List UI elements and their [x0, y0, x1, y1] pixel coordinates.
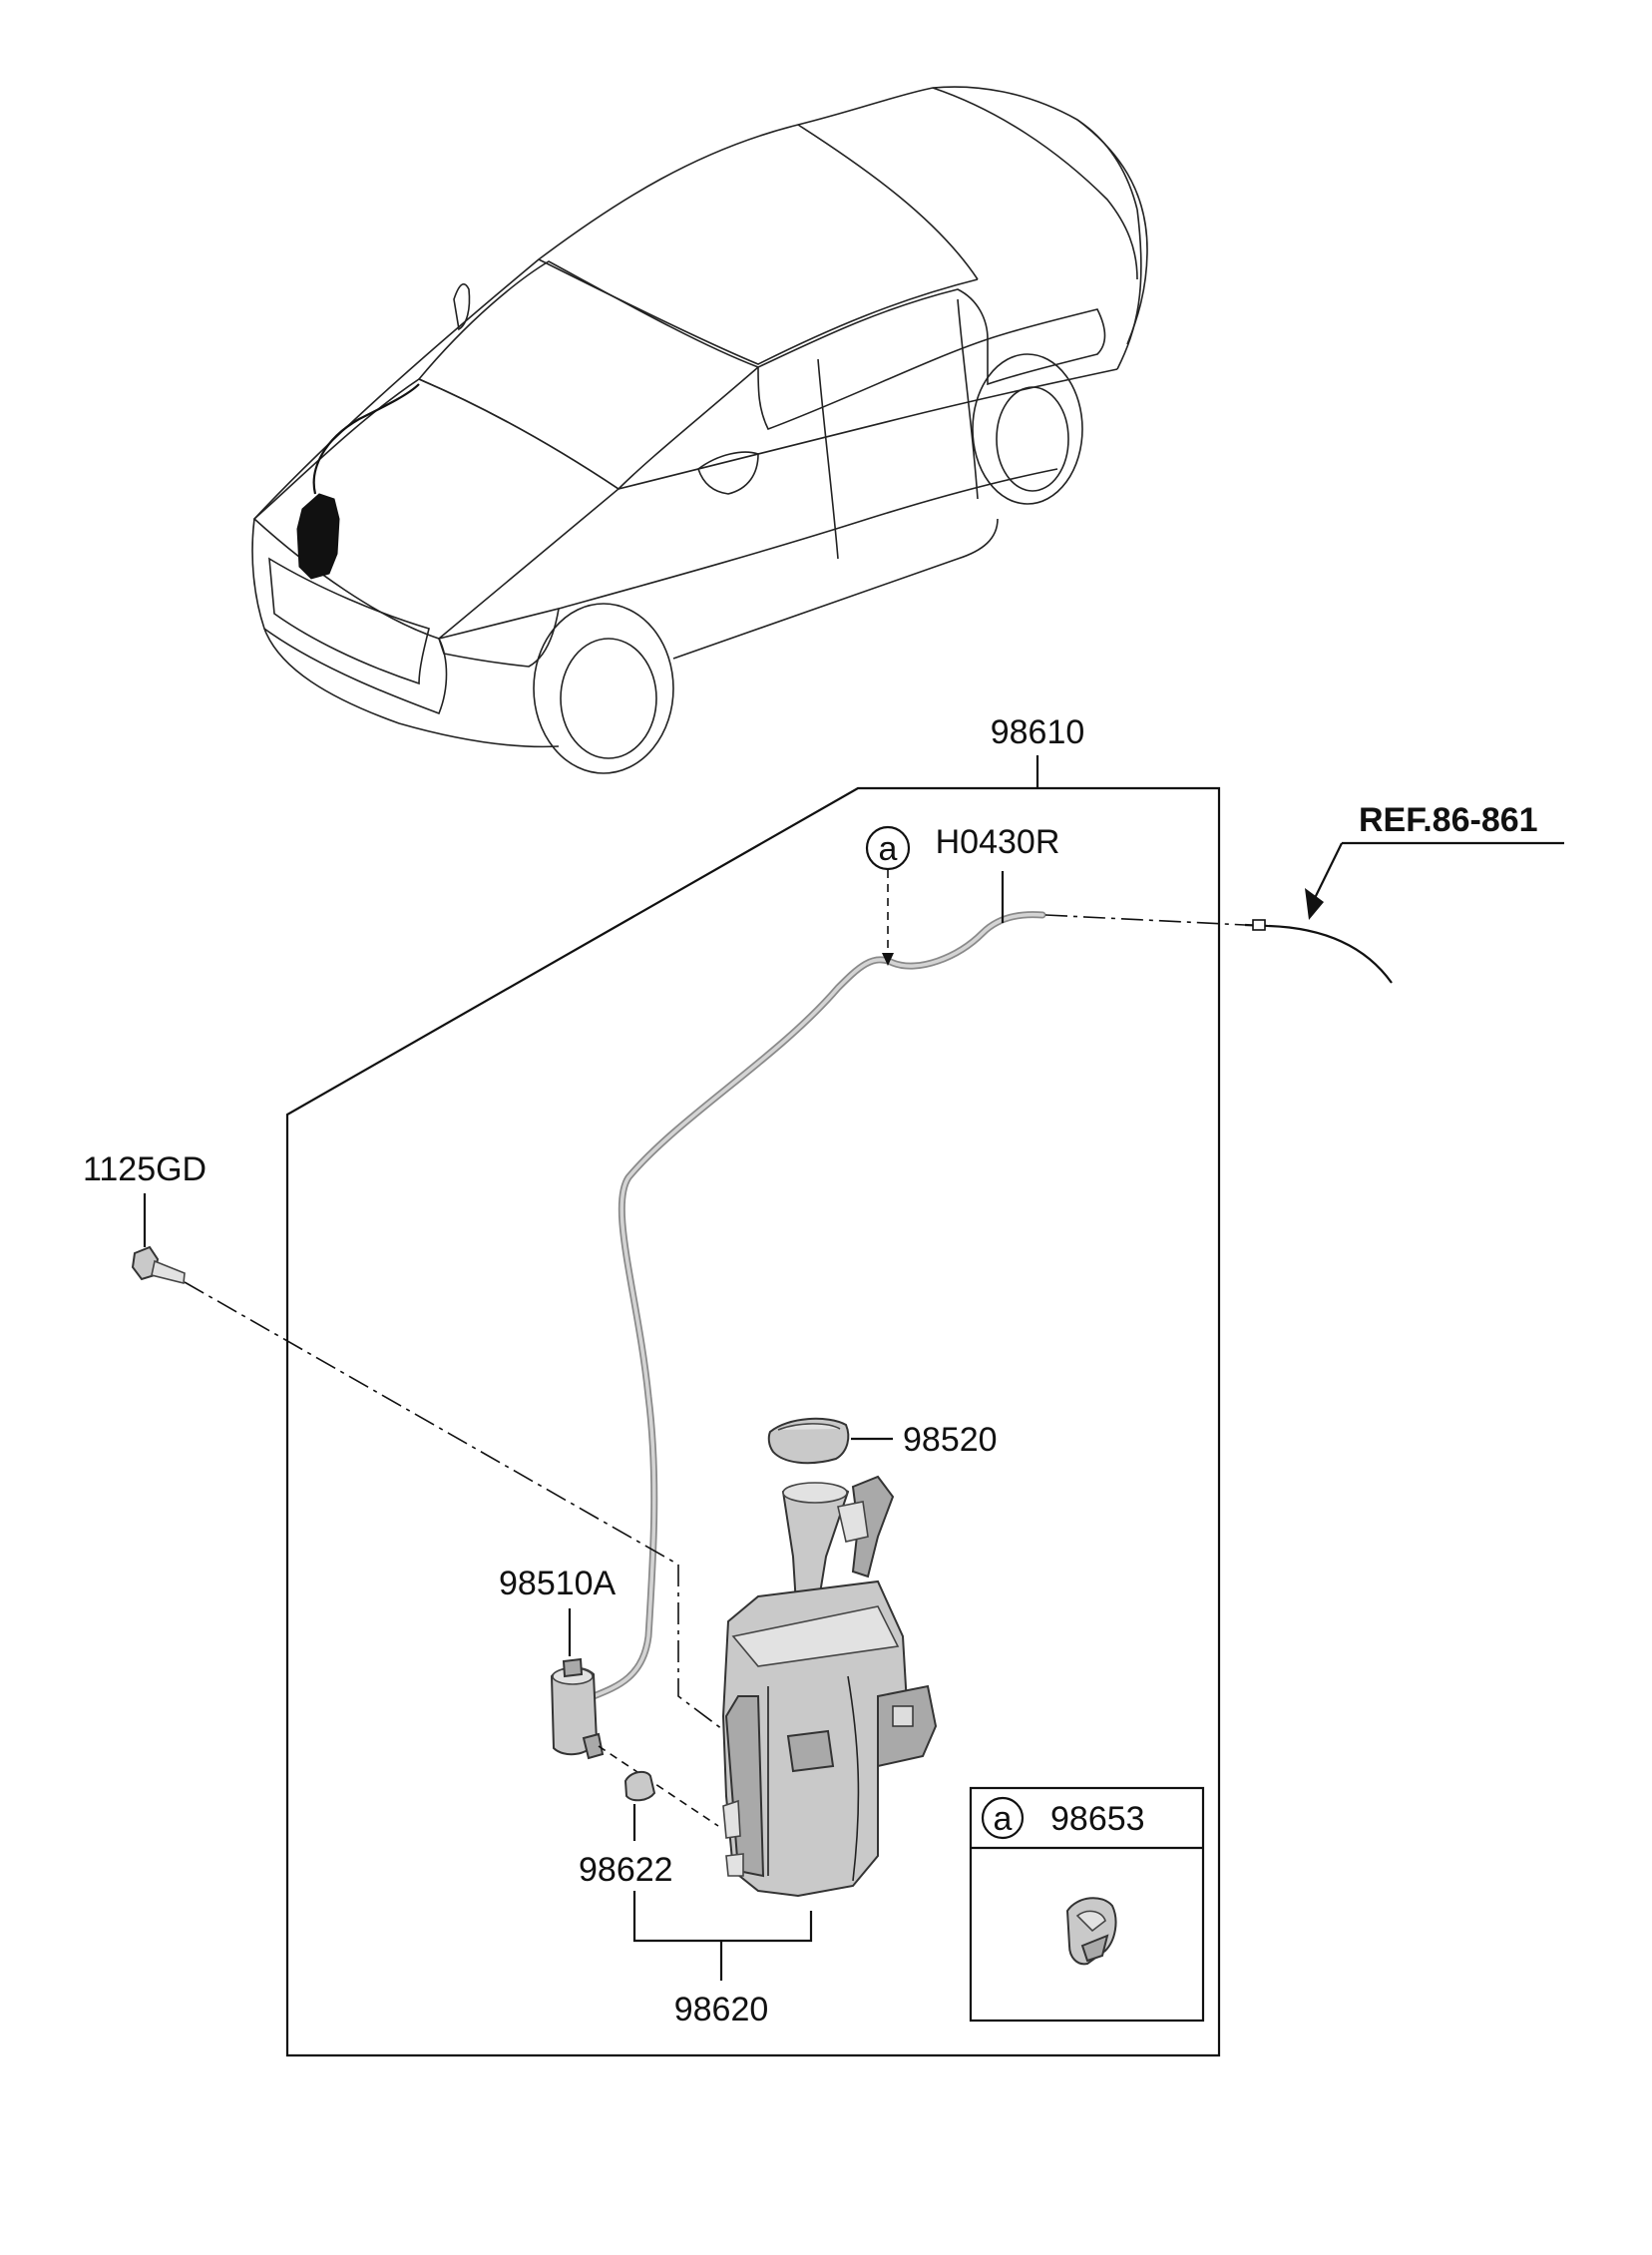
callout-letter: a [879, 830, 898, 868]
bolt-part: 1125GD [83, 1150, 759, 1757]
cap-part: 98520 [767, 1417, 998, 1465]
pump-part: 98510A [499, 1565, 719, 1827]
label-assembly: 98610 [991, 713, 1085, 751]
clip-callout-letter: a [994, 1800, 1013, 1838]
label-grommet: 98622 [579, 1851, 673, 1889]
label-clip: 98653 [1050, 1800, 1145, 1838]
label-reservoir: 98620 [674, 1991, 769, 2029]
washer-hose: H0430R a [590, 823, 1060, 1700]
label-hose: H0430R [936, 823, 1060, 861]
reservoir-part: 98620 [632, 1475, 938, 2029]
clip-detail-box: a 98653 [969, 1786, 1205, 2023]
grommet-part: 98622 [579, 1770, 673, 1889]
reference-connection: REF.86-861 [1044, 801, 1564, 984]
label-pump: 98510A [499, 1565, 617, 1602]
label-cap: 98520 [903, 1421, 998, 1459]
clip-callout-circle [981, 1796, 1025, 1840]
callout-circle-a [865, 825, 911, 871]
car-illustration [251, 86, 1148, 774]
label-bolt: 1125GD [83, 1150, 206, 1188]
assembly-frame: 98610 [285, 713, 1221, 2057]
label-ref: REF.86-861 [1359, 801, 1538, 839]
